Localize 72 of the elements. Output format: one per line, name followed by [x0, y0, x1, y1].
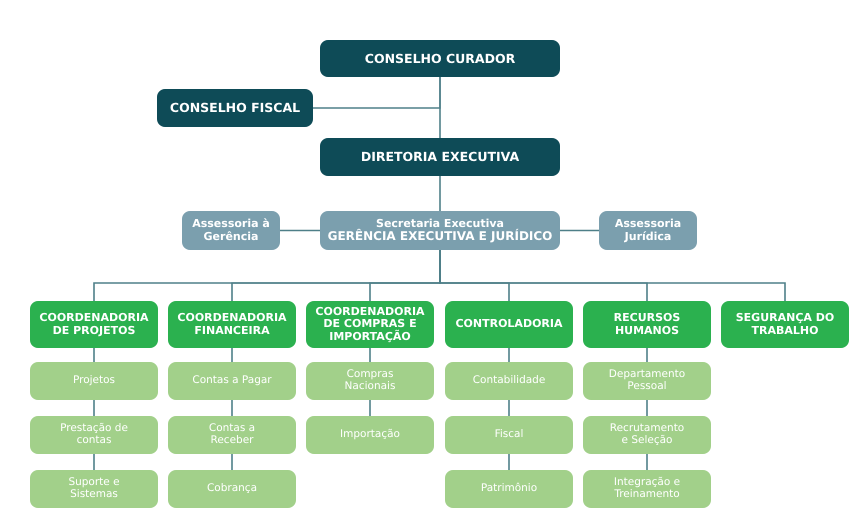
department-box	[168, 301, 296, 348]
unit-box	[30, 470, 158, 508]
box-label: Cobrança	[206, 483, 258, 495]
box-label: Assessoria à Gerência	[191, 218, 271, 243]
unit-box	[168, 416, 296, 454]
box-label: COORDENADORIA FINANCEIRA	[176, 312, 288, 337]
box-label: COORDENADORIA DE COMPRAS E IMPORTAÇÃO	[314, 306, 426, 343]
board-box	[157, 89, 313, 127]
connector-line	[93, 348, 95, 362]
unit-box	[445, 362, 573, 400]
unit-box	[583, 470, 711, 508]
connector-line	[646, 400, 648, 416]
unit-box	[583, 362, 711, 400]
department-box	[583, 301, 711, 348]
box-label: Contabilidade	[472, 375, 546, 387]
connector-line	[560, 230, 599, 232]
box-label: Secretaria Executiva	[376, 218, 504, 230]
connector-line	[508, 400, 510, 416]
box-label: CONTROLADORIA	[455, 318, 563, 331]
department-box	[721, 301, 849, 348]
connector-line	[439, 250, 786, 301]
box-label: CONSELHO CURADOR	[364, 52, 516, 66]
box-label: Integração e Treinamento	[612, 477, 682, 501]
box-label: Compras Nacionais	[344, 369, 396, 393]
connector-line	[646, 348, 648, 362]
department-box	[306, 301, 434, 348]
unit-box	[306, 362, 434, 400]
board-box	[320, 40, 560, 77]
box-label: Importação	[340, 429, 400, 441]
connector-line	[231, 454, 233, 470]
board-box	[320, 138, 560, 176]
connector-line	[313, 77, 441, 109]
staff-box	[320, 211, 560, 250]
box-label: Projetos	[72, 375, 116, 387]
connector-line	[439, 176, 441, 211]
unit-box	[583, 416, 711, 454]
box-label: RECURSOS HUMANOS	[612, 312, 682, 337]
connector-line	[93, 454, 95, 470]
unit-box	[168, 362, 296, 400]
department-box	[445, 301, 573, 348]
unit-box	[445, 416, 573, 454]
unit-box	[30, 416, 158, 454]
connector-line	[93, 400, 95, 416]
unit-box	[306, 416, 434, 454]
box-label: Patrimônio	[480, 483, 538, 495]
box-label: Prestação de contas	[59, 423, 129, 447]
unit-box	[445, 470, 573, 508]
connector-line	[646, 454, 648, 470]
box-label: Contas a Receber	[208, 423, 256, 447]
box-label: Contas a Pagar	[192, 375, 272, 387]
box-label: SEGURANÇA DO TRABALHO	[734, 312, 836, 337]
box-label: Suporte e Sistemas	[67, 477, 121, 501]
department-box	[30, 301, 158, 348]
connector-line	[280, 230, 320, 232]
box-label: DIRETORIA EXECUTIVA	[360, 150, 520, 164]
connector-line	[231, 400, 233, 416]
unit-box	[30, 362, 158, 400]
box-label: Assessoria Jurídica	[614, 218, 682, 243]
box-label: CONSELHO FISCAL	[170, 101, 300, 115]
connector-line	[231, 348, 233, 362]
connector-line	[369, 400, 371, 416]
connector-line	[369, 348, 371, 362]
box-label: COORDENADORIA DE PROJETOS	[38, 312, 150, 337]
unit-box	[168, 470, 296, 508]
connector-line	[508, 454, 510, 470]
staff-box	[599, 211, 697, 250]
box-label: Recrutamento e Seleção	[608, 423, 686, 447]
box-label: GERÊNCIA EXECUTIVA E JURÍDICO	[328, 230, 552, 244]
box-label: Departamento Pessoal	[608, 369, 686, 393]
box-label: Fiscal	[494, 429, 524, 441]
connector-line	[508, 348, 510, 362]
staff-box	[182, 211, 280, 250]
